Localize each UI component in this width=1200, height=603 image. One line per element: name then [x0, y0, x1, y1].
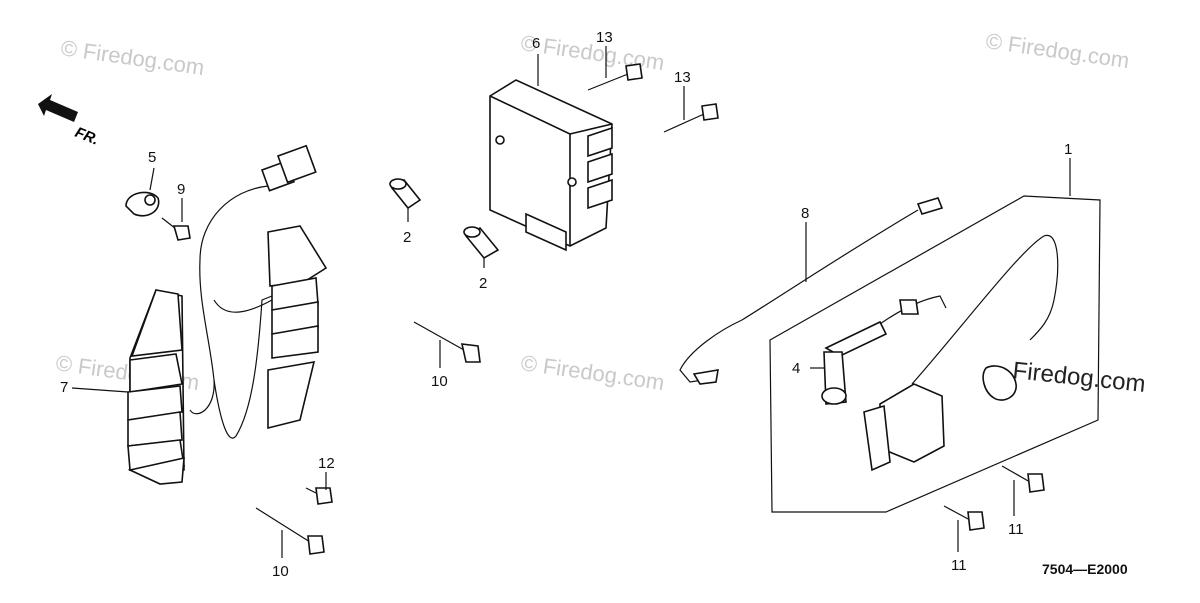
spark-plug-cap — [821, 320, 888, 405]
front-arrow-icon — [38, 94, 78, 122]
spacer-collar — [463, 226, 500, 260]
bolt-10 — [255, 507, 325, 555]
bolt-13 — [587, 63, 643, 91]
callout-number: 2 — [479, 275, 487, 292]
ignition-coil — [863, 234, 1059, 472]
callout-number: 12 — [318, 455, 335, 472]
bolt-11 — [943, 505, 985, 531]
callout-number: 11 — [1008, 521, 1024, 538]
bolt-13 — [663, 103, 719, 133]
callout-number: 7 — [60, 379, 68, 396]
watermark: © Firedog.com — [984, 28, 1131, 73]
callout-number: 6 — [532, 35, 540, 52]
watermark: © Firedog.com — [59, 35, 206, 80]
watermark: © Firedog.com — [519, 350, 666, 395]
callout-number: 9 — [177, 181, 185, 198]
diagram-code: 7504—E2000 — [1042, 561, 1128, 577]
callout-number: 13 — [674, 69, 691, 86]
callout-number: 10 — [272, 563, 289, 580]
bolt-12 — [305, 487, 333, 505]
watermark: © Firedog.com — [519, 30, 666, 75]
callout-number: 13 — [596, 29, 613, 46]
assembly-outline — [769, 195, 1101, 513]
callout-number: 4 — [792, 360, 800, 377]
charge-coil-left — [127, 289, 185, 485]
leader-lines — [71, 46, 1071, 558]
callout-number: 8 — [801, 205, 809, 222]
regulator-rectifier — [489, 79, 613, 252]
watermark-brand: Firedog.com — [1011, 357, 1146, 398]
spacer-collar — [389, 178, 422, 210]
bolt-small-9 — [161, 217, 191, 241]
stop-switch-wire — [679, 197, 944, 385]
callout-number: 1 — [1064, 141, 1072, 158]
charge-coil-right — [267, 225, 328, 430]
callout-number: 11 — [951, 557, 967, 574]
front-direction-label: FR. — [73, 124, 102, 149]
wire-harness — [189, 144, 317, 439]
bolt-11 — [1001, 465, 1045, 493]
callout-number: 2 — [403, 229, 411, 246]
callout-number: 5 — [148, 149, 156, 166]
bolt-10 — [413, 321, 481, 363]
clamp — [125, 191, 160, 217]
callout-number: 10 — [431, 373, 448, 390]
